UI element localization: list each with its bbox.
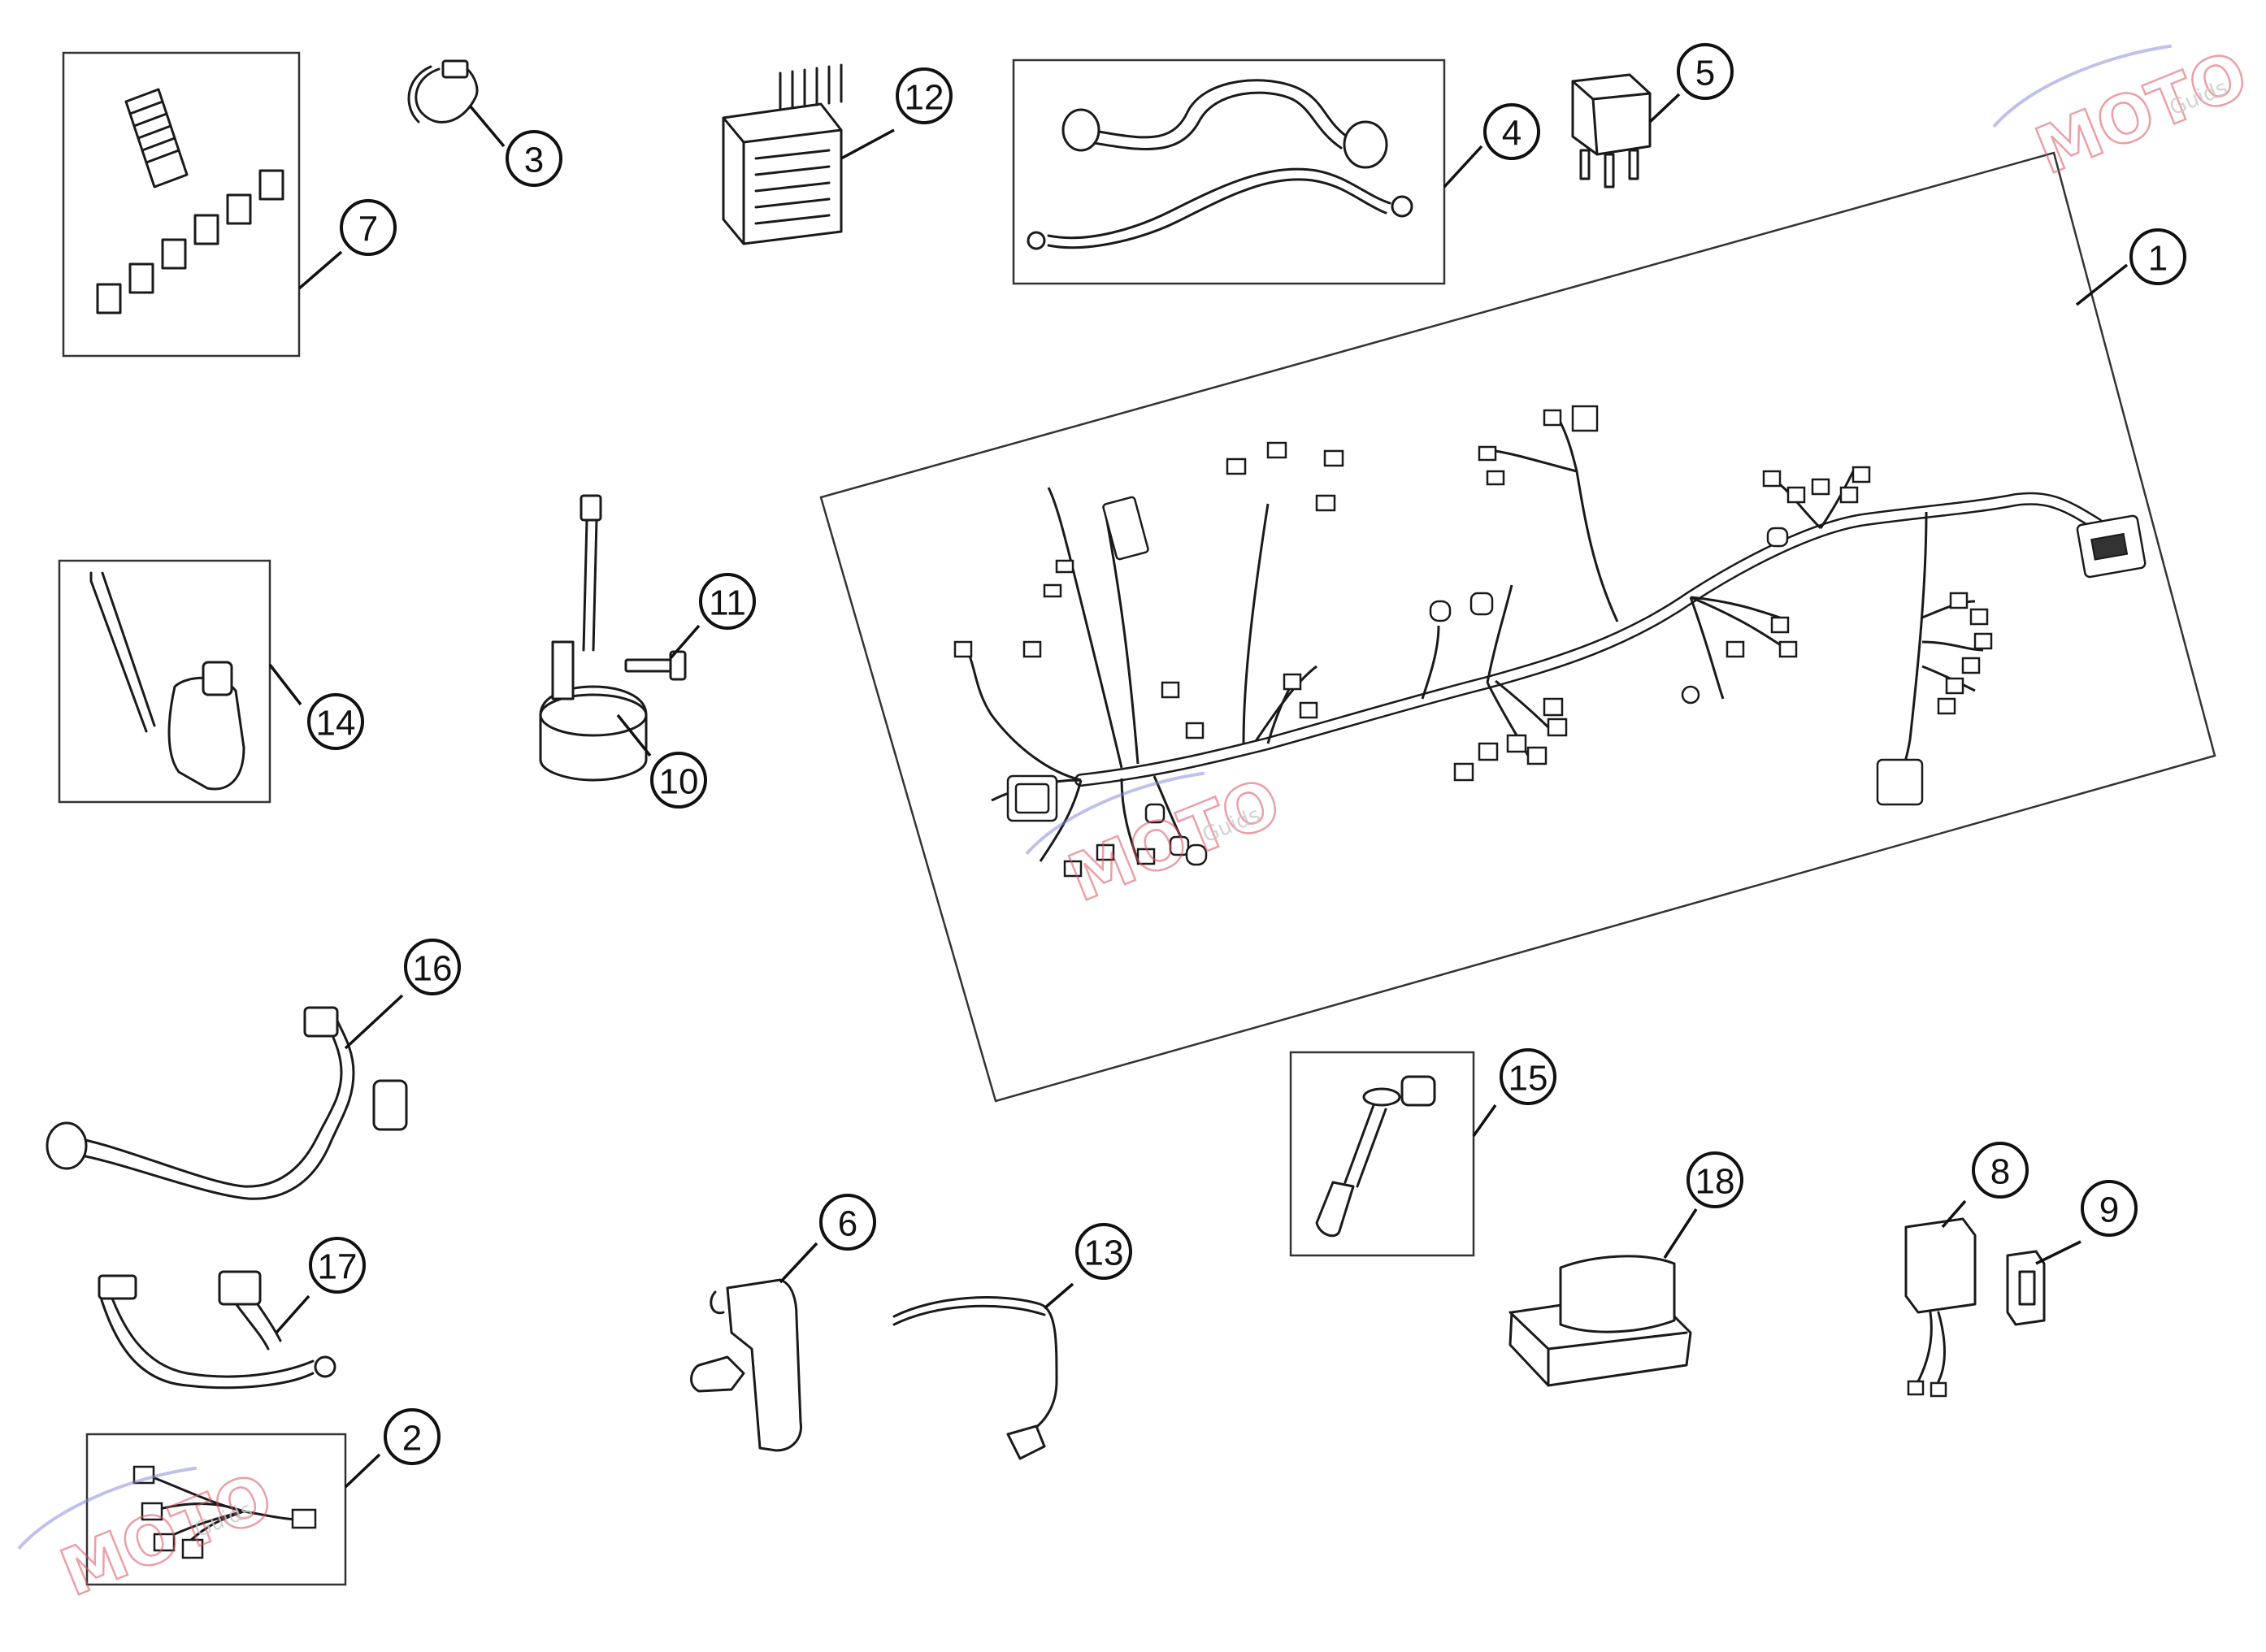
callout-1: 1 [2129,228,2186,285]
callout-12: 12 [896,67,953,124]
callout-label-5: 5 [1695,54,1715,93]
callout-16: 16 [404,939,461,995]
watermark-logo-text: MOTO [1058,764,1290,916]
callout-label-18: 18 [1695,1162,1735,1202]
leader-1 [2075,263,2129,306]
spark-plug-lead [1289,1051,1475,1257]
callout-5: 5 [1677,43,1734,100]
callout-label-4: 4 [1502,114,1522,154]
callout-label-14: 14 [316,704,356,744]
leader-16 [344,994,404,1050]
callout-label-13: 13 [1084,1234,1124,1273]
cable-tie [407,59,479,124]
callout-label-10: 10 [659,762,699,802]
callout-10: 10 [650,752,707,809]
leader-5 [1648,93,1681,124]
starter-cable [46,1006,408,1200]
relay [1571,73,1652,189]
callout-7: 7 [340,199,397,256]
leader-9 [2035,1240,2082,1265]
leader-4 [1443,145,1483,189]
voltage-regulator [722,63,843,245]
leader-17 [275,1294,310,1334]
leader-lines [268,93,2129,1489]
callouts: 1 2 3 4 5 6 7 8 9 10 11 12 13 14 15 16 1… [307,43,2186,1465]
callout-label-1: 1 [2148,239,2168,279]
callout-18: 18 [1686,1151,1743,1208]
callout-6: 6 [819,1194,876,1251]
leader-8 [1941,1199,1967,1229]
callout-8: 8 [1972,1142,2029,1199]
callout-2: 2 [384,1408,441,1465]
leader-14 [268,663,302,706]
mounting-bracket [690,1278,802,1452]
callout-label-8: 8 [1990,1152,2010,1192]
battery-cables [1012,59,1446,285]
leader-10 [616,713,652,757]
callout-label-7: 7 [358,210,378,249]
leader-6 [779,1242,818,1284]
clip [2006,1250,2046,1326]
watermark-top-right: MOTO Guids [1992,36,2259,190]
leader-15 [1472,1104,1497,1138]
leader-7 [297,250,343,290]
leader-2 [344,1453,381,1489]
callout-label-9: 9 [2099,1190,2119,1230]
leader-11 [669,624,701,660]
callout-17: 17 [309,1237,366,1294]
callout-3: 3 [506,130,562,187]
callout-13: 13 [1075,1223,1132,1280]
callout-label-2: 2 [402,1419,422,1459]
leader-12 [840,128,895,160]
fuse-set [62,51,301,358]
callout-label-17: 17 [318,1247,358,1287]
callout-label-11: 11 [709,583,746,623]
side-stand-switch [58,559,271,804]
watermark-bottom-left: MOTO Guids [17,1458,284,1612]
callout-label-16: 16 [413,949,453,989]
ecu [1508,1255,1692,1387]
leader-13 [1043,1282,1074,1310]
callout-label-15: 15 [1508,1059,1548,1099]
callout-11: 11 [699,573,756,630]
ground-cable [98,1270,336,1390]
leader-3 [468,104,506,148]
starter-solenoid [539,494,648,782]
callout-label-6: 6 [838,1204,857,1244]
callout-14: 14 [307,693,364,750]
callout-label-12: 12 [905,78,944,118]
callout-label-3: 3 [524,141,544,180]
control-module [1904,1217,1977,1398]
speed-sensor [892,1296,1058,1460]
callout-15: 15 [1500,1048,1556,1105]
sub-harness [85,1433,347,1586]
watermark-logo-text: MOTO [2025,37,2257,189]
main-wiring-harness [819,151,2216,1103]
bolt [624,650,687,681]
callout-9: 9 [2081,1180,2138,1237]
leader-18 [1663,1208,1698,1259]
callout-4: 4 [1483,103,1540,160]
